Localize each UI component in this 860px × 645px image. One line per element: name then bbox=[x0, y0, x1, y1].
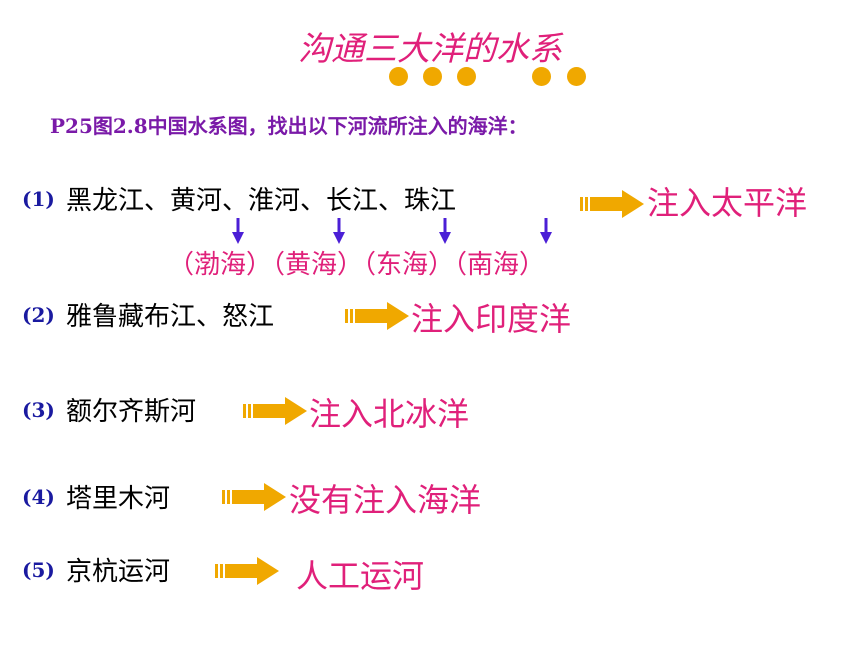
block-arrow-right-icon bbox=[243, 397, 307, 425]
sea-names: （渤海）（黄海）（东海）（南海） bbox=[168, 250, 546, 280]
down-arrow-icon bbox=[333, 218, 345, 244]
river-names: 京杭运河 bbox=[66, 557, 171, 587]
block-arrow-right-icon bbox=[345, 302, 409, 330]
instruction-text: P25图2.8中国水系图，找出以下河流所注入的海洋： bbox=[50, 114, 528, 138]
decorative-dot bbox=[532, 67, 551, 86]
row-number: (5) bbox=[22, 558, 55, 582]
destination-label: 注入印度洋 bbox=[411, 300, 572, 338]
river-names: 额尔齐斯河 bbox=[66, 397, 197, 427]
row-number: (2) bbox=[22, 303, 55, 327]
river-names: 雅鲁藏布江、怒江 bbox=[66, 302, 275, 332]
decorative-dot bbox=[389, 67, 408, 86]
decorative-dot bbox=[423, 67, 442, 86]
down-arrow-icon bbox=[540, 218, 552, 244]
destination-label: 人工运河 bbox=[296, 557, 425, 595]
block-arrow-right-icon bbox=[222, 483, 286, 511]
down-arrow-icon bbox=[439, 218, 451, 244]
slide-title: 沟通三大洋的水系 bbox=[298, 29, 562, 68]
decorative-dot bbox=[457, 67, 476, 86]
destination-label: 注入太平洋 bbox=[647, 184, 808, 222]
decorative-dot bbox=[567, 67, 586, 86]
river-names: 塔里木河 bbox=[66, 484, 171, 514]
destination-label: 注入北冰洋 bbox=[309, 395, 470, 433]
river-names: 黑龙江、黄河、淮河、长江、珠江 bbox=[66, 186, 457, 216]
row-number: (4) bbox=[22, 485, 55, 509]
block-arrow-right-icon bbox=[215, 557, 279, 585]
row-number: (3) bbox=[22, 398, 55, 422]
destination-label: 没有注入海洋 bbox=[289, 481, 482, 519]
block-arrow-right-icon bbox=[580, 190, 644, 218]
row-number: (1) bbox=[22, 187, 55, 211]
down-arrow-icon bbox=[232, 218, 244, 244]
